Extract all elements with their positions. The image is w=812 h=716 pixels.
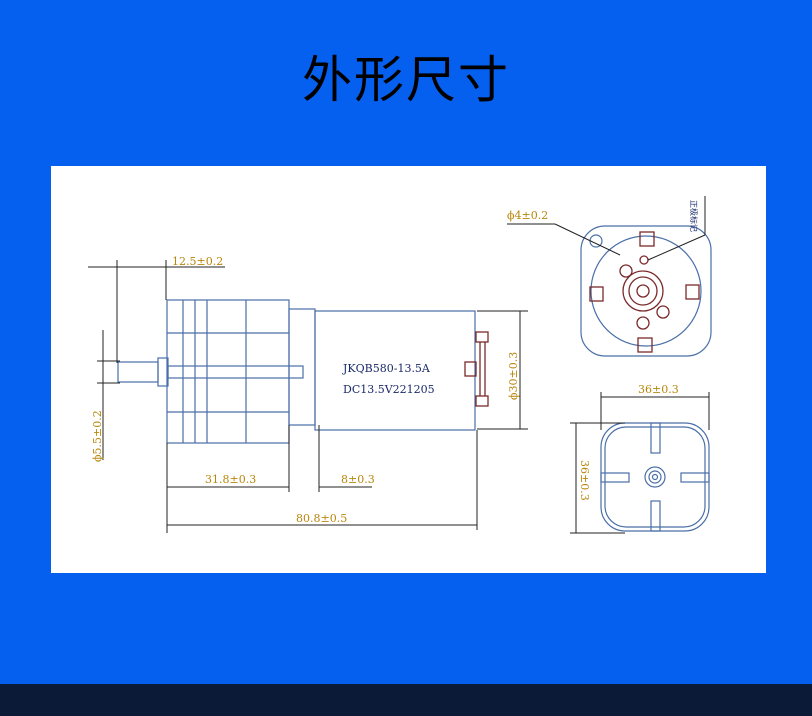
gearbox-side-view bbox=[117, 299, 316, 444]
motor-side-view bbox=[314, 310, 489, 431]
shaft-length-dim: 12.5±0.2 bbox=[172, 255, 223, 268]
motor-end-view bbox=[580, 225, 712, 357]
motor-diameter-dim: ϕ30±0.3 bbox=[507, 352, 520, 400]
shaft-diameter-dim: ϕ5.5±0.2 bbox=[91, 410, 104, 462]
voltage-label: DC13.5V221205 bbox=[343, 383, 435, 396]
width-dim: 36±0.3 bbox=[638, 383, 679, 396]
gearbox-length-dim: 31.8±0.3 bbox=[205, 473, 256, 486]
gearbox-end-view bbox=[600, 422, 710, 532]
height-dim: 36±0.3 bbox=[578, 460, 591, 501]
dimension-lines bbox=[88, 260, 528, 533]
collar-length-dim: 8±0.3 bbox=[341, 473, 375, 486]
drawing-panel bbox=[51, 166, 766, 573]
page-title: 外形尺寸 bbox=[302, 51, 510, 109]
polarity-label: 正极标记 bbox=[689, 200, 699, 232]
footer-bar bbox=[0, 684, 812, 716]
total-length-dim: 80.8±0.5 bbox=[296, 512, 347, 525]
hole-diameter-dim: ϕ4±0.2 bbox=[507, 209, 548, 222]
model-label: JKQB580-13.5A bbox=[342, 362, 431, 375]
